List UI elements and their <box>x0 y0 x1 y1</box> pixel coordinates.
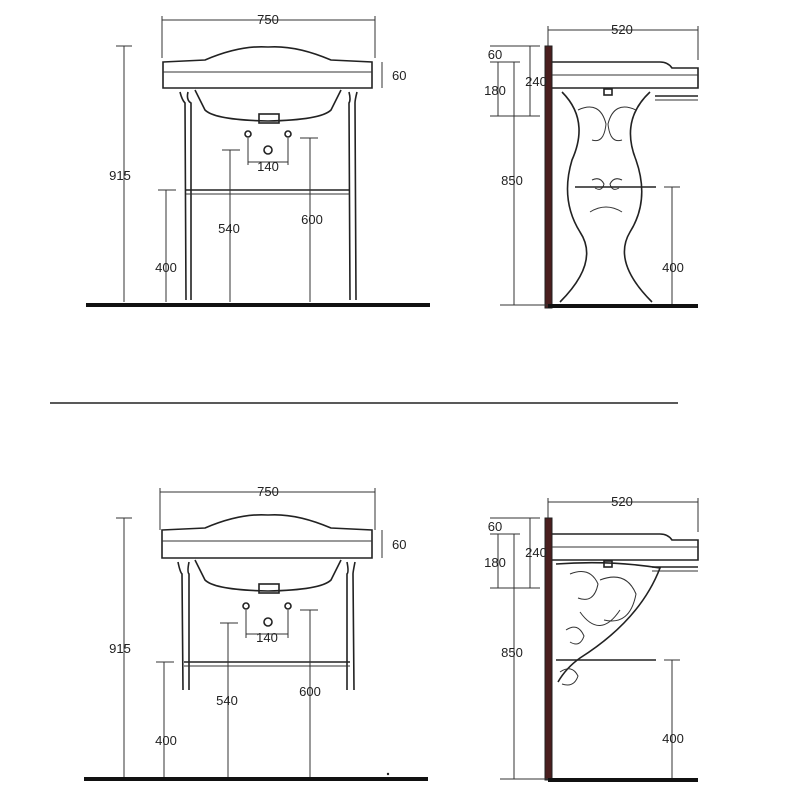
tap-spacing-label-b: 140 <box>256 630 278 645</box>
basin-top-b <box>161 513 373 559</box>
frame-curve-left <box>559 91 588 303</box>
depth-label-b: 520 <box>611 494 633 509</box>
top-side-view: 520 60 180 240 850 400 <box>484 22 699 309</box>
shelf-height-label: 400 <box>155 260 177 275</box>
width-label: 750 <box>257 12 279 27</box>
height-label-b: 915 <box>109 641 131 656</box>
drain-a-label-b: 540 <box>216 693 238 708</box>
top-front-view: 750 60 140 540 600 9 <box>86 12 430 307</box>
shelf-height-label-b: 400 <box>155 733 177 748</box>
depth-label: 520 <box>611 22 633 37</box>
mid-height-label: 850 <box>501 173 523 188</box>
waste-hole <box>263 145 273 155</box>
rim-label: 60 <box>392 68 406 83</box>
basin-top <box>162 45 373 89</box>
bottom-front-view: 750 60 140 540 600 915 400 <box>84 484 428 781</box>
side-shelf-height-label: 400 <box>662 260 684 275</box>
bowl-height-label: 180 <box>484 83 506 98</box>
drain-b-label-b: 600 <box>299 684 321 699</box>
tap-hole-right <box>284 130 292 138</box>
tap-hole-left <box>244 130 252 138</box>
drain-b-label: 600 <box>301 212 323 227</box>
front-height-label: 240 <box>525 74 547 89</box>
leg-left <box>179 91 187 301</box>
rim-label-b: 60 <box>392 537 406 552</box>
wall-bracket <box>555 561 662 683</box>
top-thickness-label-b: 60 <box>488 519 502 534</box>
front-height-label-b: 240 <box>525 545 547 560</box>
bracket-scroll <box>569 571 599 600</box>
top-thickness-label: 60 <box>488 47 502 62</box>
drain-a-label: 540 <box>218 221 240 236</box>
basin-bowl <box>194 89 342 122</box>
frame-curve-right <box>623 91 653 303</box>
bowl-height-label-b: 180 <box>484 555 506 570</box>
mid-height-label-b: 850 <box>501 645 523 660</box>
tap-spacing-label: 140 <box>257 159 279 174</box>
basin-side <box>552 61 699 89</box>
bottom-side-view: 520 60 180 240 850 400 <box>484 494 699 782</box>
side-shelf-height-label-b: 400 <box>662 731 684 746</box>
width-label-b: 750 <box>257 484 279 499</box>
scroll-ornament <box>577 106 607 142</box>
height-label: 915 <box>109 168 131 183</box>
leg-right <box>348 91 351 301</box>
drain-outlet <box>258 113 280 124</box>
